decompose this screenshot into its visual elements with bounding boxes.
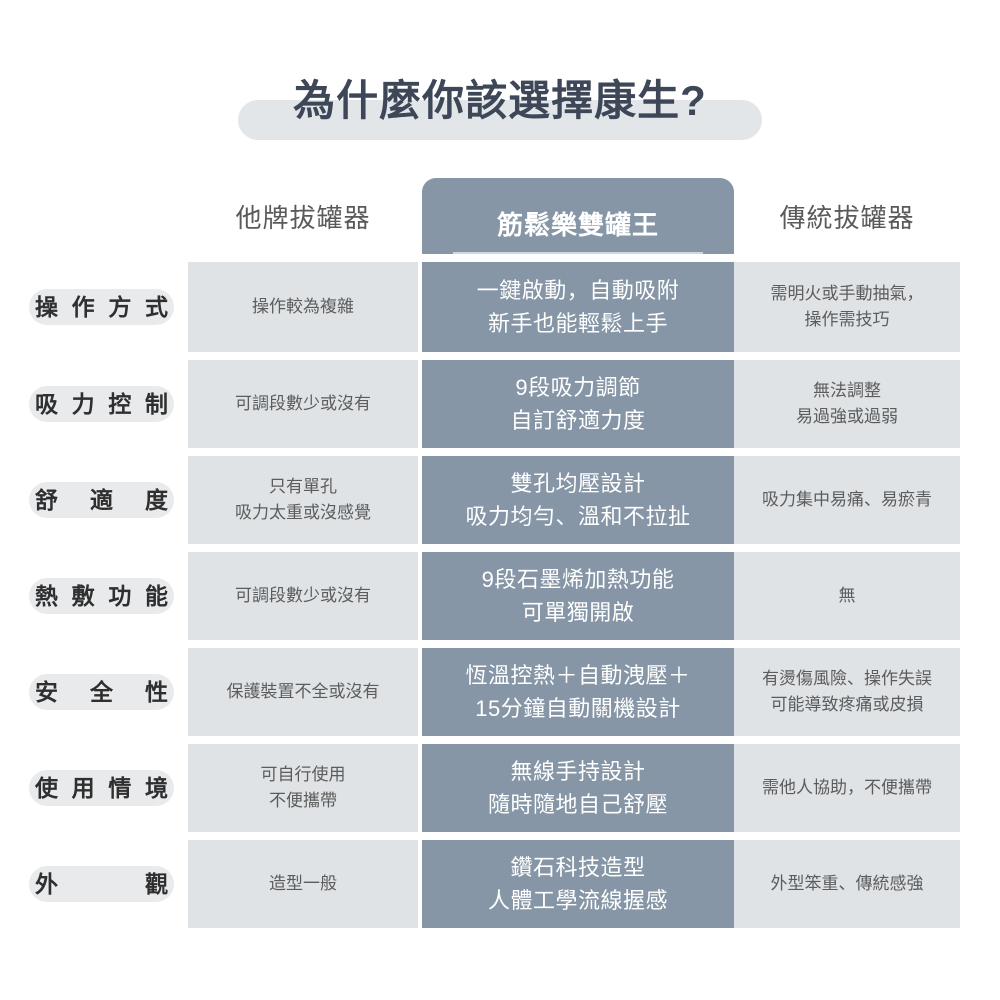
row-label-cell: 安全性 [0, 648, 188, 736]
cell-text-line: 隨時隨地自己舒壓 [487, 792, 668, 817]
hero-header-divider [453, 252, 703, 254]
cell-other-brand: 造型一般 [188, 840, 418, 928]
row-label-text: 操作方式 [35, 294, 168, 320]
row-label-pill: 舒適度 [29, 482, 174, 518]
column-header-traditional: 傳統拔罐器 [779, 202, 915, 233]
row-label-text: 舒適度 [35, 487, 168, 513]
cell-other-brand: 可調段數少或沒有 [188, 552, 418, 640]
cell-text-line: 可能導致疼痛或皮損 [770, 695, 924, 714]
title-pill-background [238, 100, 762, 140]
cell-other-brand: 可調段數少或沒有 [188, 360, 418, 448]
cell-traditional: 有燙傷風險、操作失誤可能導致疼痛或皮損 [734, 648, 960, 736]
table-row: 使用情境可自行使用不便攜帶無線手持設計隨時隨地自己舒壓需他人協助，不便攜帶 [0, 744, 1000, 832]
cell-hero-product: 恆溫控熱＋自動洩壓＋ 15分鐘自動關機設計 [422, 648, 734, 736]
cell-traditional: 需他人協助，不便攜帶 [734, 744, 960, 832]
column-header-other-brand: 他牌拔罐器 [235, 202, 371, 233]
table-row: 操作方式 操作較為複雜 一鍵啟動，自動吸附新手也能輕鬆上手 需明火或手動抽氣， 操作需技… [0, 262, 1000, 352]
table-row: 外觀 造型一般 鑽石科技造型人體工學流線握感 外型笨重、傳統感強 [0, 840, 1000, 928]
table-header-row: 他牌拔罐器 筋鬆樂雙罐王 傳統拔罐器 [0, 178, 1000, 254]
row-label-text: 安全性 [35, 679, 168, 705]
cell-other-brand: 可自行使用不便攜帶 [188, 744, 418, 832]
row-label-pill: 操作方式 [29, 289, 174, 325]
cell-text-line: 新手也能輕鬆上手 [487, 311, 668, 336]
row-label-text: 使用情境 [35, 775, 168, 801]
table-row: 熱敷功能 可調段數少或沒有 9段石墨烯加熱功能可單獨開啟 無 [0, 552, 1000, 640]
cell-text-line: 雙孔均壓設計 [510, 471, 646, 496]
cell-text-line: 9段吸力調節 [515, 375, 641, 400]
cell-traditional: 需明火或手動抽氣， 操作需技巧 [734, 262, 960, 352]
header-corner-spacer [0, 178, 188, 254]
cell-text-line: 無 [838, 585, 856, 605]
cell-text-line: 操作需技巧 [804, 310, 890, 329]
row-label-text: 吸力控制 [35, 391, 168, 417]
cell-text-line: 需他人協助，不便攜帶 [762, 777, 932, 797]
cell-hero-product: 雙孔均壓設計吸力均勻、溫和不拉扯 [422, 456, 734, 544]
row-label-cell: 外觀 [0, 840, 188, 928]
row-label-pill: 熱敷功能 [29, 578, 174, 614]
cell-text-line: 吸力集中易痛、易瘀青 [762, 489, 932, 509]
table-row: 安全性 保護裝置不全或沒有 恆溫控熱＋自動洩壓＋ 15分鐘自動關機設計 有燙傷風險、操作… [0, 648, 1000, 736]
cell-hero-product: 9段石墨烯加熱功能可單獨開啟 [422, 552, 734, 640]
cell-other-brand: 操作較為複雜 [188, 262, 418, 352]
row-label-pill: 使用情境 [29, 770, 174, 806]
cell-text-line: 15分鐘自動關機設計 [475, 696, 681, 721]
cell-text-line: 保護裝置不全或沒有 [226, 681, 380, 701]
cell-other-brand: 保護裝置不全或沒有 [188, 648, 418, 736]
row-label-cell: 使用情境 [0, 744, 188, 832]
cell-text-line: 不便攜帶 [269, 791, 337, 810]
cell-text-line: 可單獨開啟 [521, 600, 635, 625]
cell-hero-product: 9段吸力調節自訂舒適力度 [422, 360, 734, 448]
cell-text-line: 可調段數少或沒有 [235, 393, 371, 413]
table-body: 操作方式 操作較為複雜 一鍵啟動，自動吸附新手也能輕鬆上手 需明火或手動抽氣， 操作需技… [0, 262, 1000, 928]
cell-traditional: 無法調整易過強或過弱 [734, 360, 960, 448]
cell-traditional: 外型笨重、傳統感強 [734, 840, 960, 928]
cell-other-brand: 只有單孔吸力太重或沒感覺 [188, 456, 418, 544]
row-label-pill: 外觀 [29, 866, 174, 902]
row-label-cell: 熱敷功能 [0, 552, 188, 640]
cell-hero-product: 一鍵啟動，自動吸附新手也能輕鬆上手 [422, 262, 734, 352]
page-title: 為什麼你該選擇康生? [293, 77, 707, 124]
cell-text-line: 恆溫控熱＋自動洩壓＋ [465, 663, 691, 688]
column-header-hero: 筋鬆樂雙罐王 [422, 178, 734, 254]
row-label-text: 熱敷功能 [35, 583, 168, 609]
cell-text-line: 9段石墨烯加熱功能 [481, 567, 675, 592]
cell-text-line: 無法調整 [813, 380, 881, 400]
cell-text-line: 可自行使用 [260, 764, 346, 784]
row-label-cell: 舒適度 [0, 456, 188, 544]
cell-text-line: 造型一般 [269, 873, 337, 893]
cell-text-line: 外型笨重、傳統感強 [770, 873, 924, 893]
row-label-cell: 操作方式 [0, 262, 188, 352]
table-row: 舒適度只有單孔吸力太重或沒感覺雙孔均壓設計吸力均勻、溫和不拉扯吸力集中易痛、易瘀… [0, 456, 1000, 544]
cell-text-line: 易過強或過弱 [796, 407, 898, 426]
cell-text-line: 一鍵啟動，自動吸附 [476, 278, 680, 303]
row-label-text: 外觀 [35, 871, 168, 897]
row-label-pill: 吸力控制 [29, 386, 174, 422]
comparison-table: 他牌拔罐器 筋鬆樂雙罐王 傳統拔罐器 操作方式 操作較為複雜 一鍵啟動，自動吸附新手… [0, 178, 1000, 928]
cell-text-line: 有燙傷風險、操作失誤 [762, 668, 932, 688]
row-label-cell: 吸力控制 [0, 360, 188, 448]
cell-text-line: 操作較為複雜 [252, 296, 354, 316]
cell-hero-product: 無線手持設計隨時隨地自己舒壓 [422, 744, 734, 832]
page-title-block: 為什麼你該選擇康生? [0, 56, 1000, 146]
cell-text-line: 可調段數少或沒有 [235, 585, 371, 605]
cell-text-line: 只有單孔 [269, 476, 337, 496]
cell-traditional: 無 [734, 552, 960, 640]
cell-text-line: 吸力太重或沒感覺 [235, 503, 371, 522]
cell-text-line: 吸力均勻、溫和不拉扯 [465, 504, 691, 529]
cell-text-line: 無線手持設計 [510, 759, 646, 784]
row-label-pill: 安全性 [29, 674, 174, 710]
cell-traditional: 吸力集中易痛、易瘀青 [734, 456, 960, 544]
cell-text-line: 自訂舒適力度 [510, 408, 646, 433]
cell-hero-product: 鑽石科技造型人體工學流線握感 [422, 840, 734, 928]
cell-text-line: 需明火或手動抽氣， [770, 283, 924, 303]
cell-text-line: 人體工學流線握感 [487, 888, 668, 913]
cell-text-line: 鑽石科技造型 [510, 855, 646, 880]
column-header-hero-label: 筋鬆樂雙罐王 [496, 210, 659, 240]
